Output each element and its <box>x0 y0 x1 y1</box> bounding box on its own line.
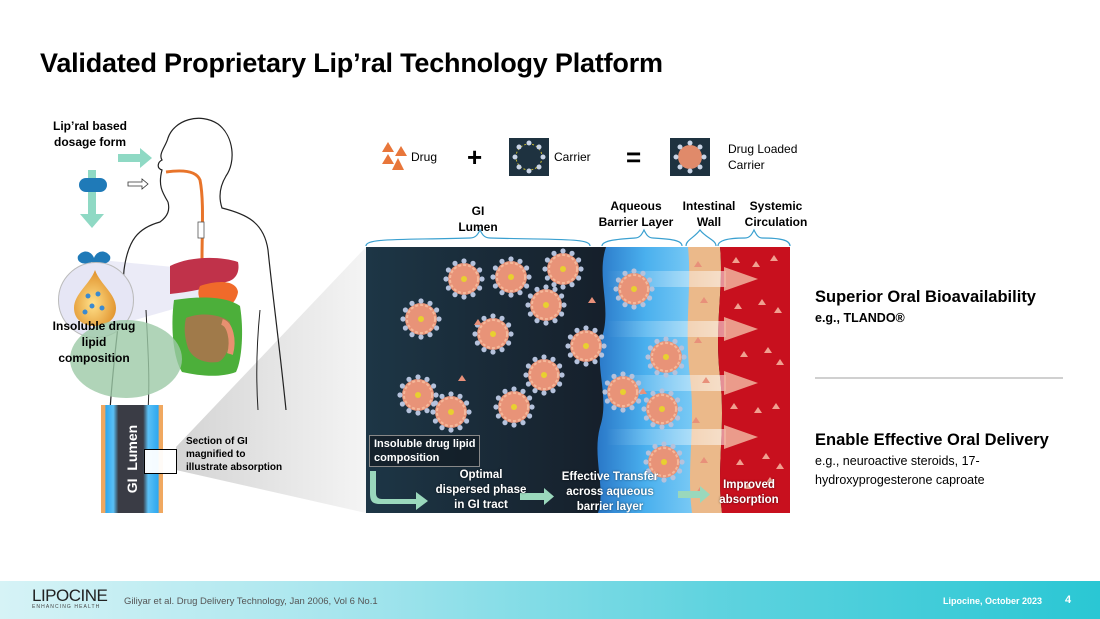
legend-loaded-label: Drug Loaded Carrier <box>728 141 797 173</box>
brace-aqueous <box>601 228 683 247</box>
section-label-line: Section of GI <box>186 436 248 447</box>
dosage-label-line: dosage form <box>53 135 126 149</box>
region-label-line: Barrier Layer <box>598 215 674 229</box>
dosage-form-label: Lip’ral based dosage form <box>40 118 140 150</box>
region-systemic-circulation: Systemic Circulation <box>740 198 812 230</box>
step-line: Optimal <box>459 469 503 481</box>
benefits-divider <box>815 377 1063 379</box>
carrier-icon <box>509 138 549 176</box>
insoluble-composition-label: Insoluble drug lipid composition <box>44 318 144 366</box>
region-label-line: Systemic <box>749 199 803 213</box>
page-number: 4 <box>1065 594 1072 606</box>
benefit-sub-oral-delivery: e.g., neuroactive steroids, 17- hydroxyp… <box>815 452 985 490</box>
region-braces <box>365 228 791 247</box>
footer-bar <box>0 581 1100 619</box>
dosage-label-line: Lip’ral based <box>52 119 128 133</box>
region-label-line: Lumen <box>458 220 498 234</box>
section-label: Section of GI magnified to illustrate ab… <box>186 435 282 474</box>
lipocine-logo: LIPOCINE ENHANCING HEALTH <box>32 586 108 611</box>
legend-carrier-label: Carrier <box>554 150 591 164</box>
step-line: absorption <box>719 494 779 506</box>
region-label-line: Aqueous <box>610 199 662 213</box>
step-line: Effective Transfer <box>561 471 659 483</box>
legend-drug-label: Drug <box>411 150 438 164</box>
region-intestinal-wall: Intestinal Wall <box>678 198 740 230</box>
equals-sign: = <box>626 142 642 172</box>
process-arrows <box>370 471 710 510</box>
drug-loaded-carrier-icon <box>670 138 710 176</box>
brace-gi-lumen <box>365 228 591 247</box>
composition-label-line: lipid <box>81 335 107 349</box>
logo-wordmark: LIPOCINE <box>32 586 108 605</box>
benefit-sub-line: hydroxyprogesterone caproate <box>815 473 985 487</box>
benefit-heading-bioavailability: Superior Oral Bioavailability <box>815 288 1036 306</box>
footer-company-date: Lipocine, October 2023 <box>943 596 1043 606</box>
absorption-diagram-art <box>366 247 790 513</box>
magnify-selection-box <box>144 449 177 474</box>
benefit-heading-oral-delivery: Enable Effective Oral Delivery <box>815 431 1049 449</box>
insoluble-composition-box: Insoluble drug lipid composition <box>369 435 481 467</box>
gi-lumen-label: GI Lumen <box>124 424 141 494</box>
box-line: composition <box>374 452 440 464</box>
plus-sign: + <box>467 142 483 172</box>
step-line: dispersed phase <box>435 484 527 496</box>
step-line: across aqueous <box>566 486 654 498</box>
region-gi-lumen: GI Lumen <box>448 203 508 235</box>
dosage-flow-arrows <box>80 148 152 228</box>
region-label-line: GI <box>471 204 485 218</box>
section-label-line: illustrate absorption <box>186 462 283 473</box>
legend-loaded-line: Drug Loaded <box>728 142 798 156</box>
step-optimal-dispersed: Optimal dispersed phase in GI tract <box>416 468 546 513</box>
region-aqueous-barrier: Aqueous Barrier Layer <box>593 198 679 230</box>
absorption-diagram: Insoluble drug lipid composition Optimal… <box>366 247 790 513</box>
region-label-line: Circulation <box>744 215 808 229</box>
logo-tagline: ENHANCING HEALTH <box>32 604 101 610</box>
section-label-line: magnified to <box>186 449 246 460</box>
step-effective-transfer: Effective Transfer across aqueous barrie… <box>550 470 670 513</box>
intestine-zoom-circle <box>70 320 182 398</box>
benefit-sub-tlando: e.g., TLANDO® <box>815 311 905 325</box>
step-line: barrier layer <box>576 501 644 513</box>
lipid-droplet-icon <box>74 270 116 326</box>
composition-label-line: composition <box>58 351 130 365</box>
arrow-down-icon <box>88 170 96 216</box>
capsule-icon <box>79 178 107 192</box>
region-label-line: Wall <box>696 215 722 229</box>
box-line: Insoluble drug lipid <box>374 438 476 450</box>
step-line: in GI tract <box>454 499 508 511</box>
page-title: Validated Proprietary Lip’ral Technology… <box>40 48 663 78</box>
region-label-line: Intestinal <box>682 199 736 213</box>
brace-systemic <box>717 228 791 247</box>
step-line: Improved <box>723 479 775 491</box>
citation-text: Giliyar et al. Drug Delivery Technology,… <box>124 596 378 607</box>
arrow-right-icon <box>118 154 140 162</box>
brace-intestinal-wall <box>685 229 717 247</box>
composition-label-line: Insoluble drug <box>52 319 136 333</box>
legend-loaded-line: Carrier <box>728 158 765 172</box>
drug-icon <box>382 142 407 170</box>
step-improved-absorption: Improved absorption <box>708 478 790 508</box>
benefit-sub-line: e.g., neuroactive steroids, 17- <box>815 454 980 468</box>
